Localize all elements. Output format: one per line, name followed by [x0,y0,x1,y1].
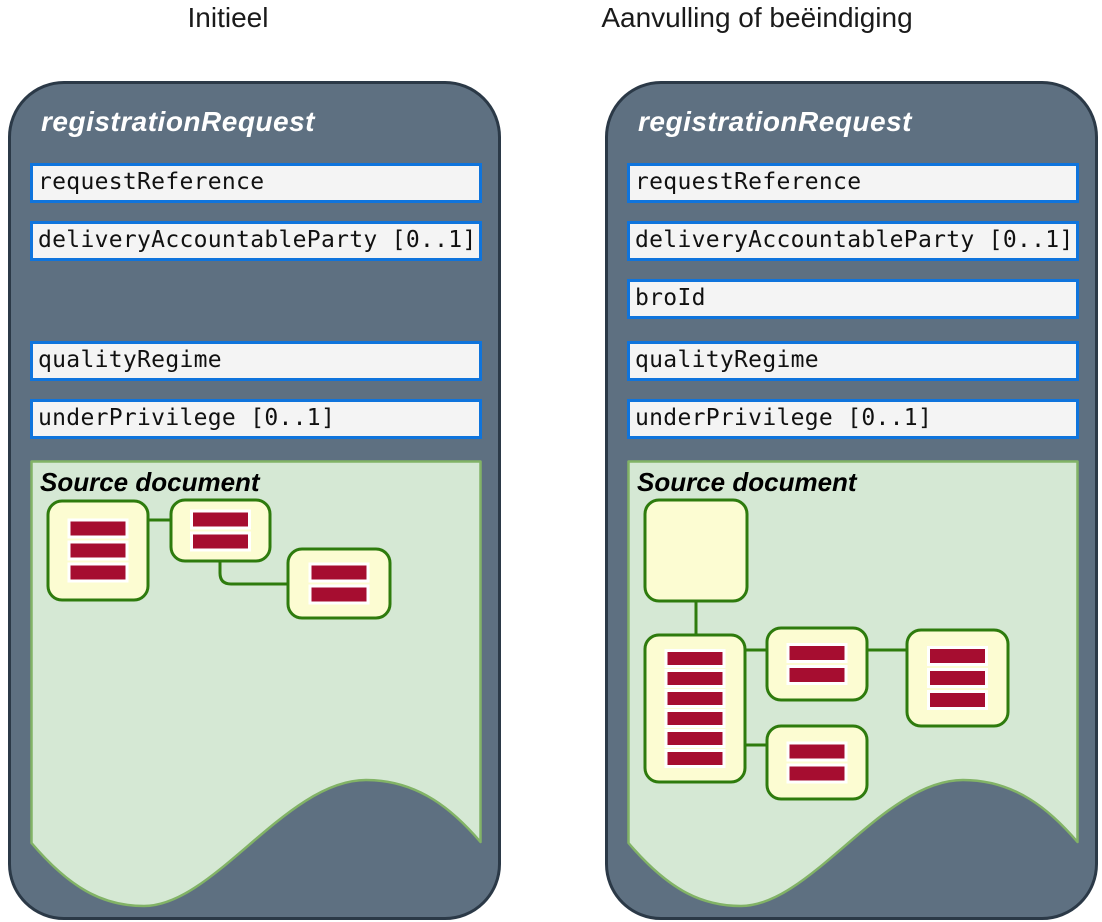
text-bar [67,540,129,561]
text-bar [927,690,988,710]
text-bar [664,689,726,708]
registration-request-panel-initial: registrationRequest requestReference del… [8,81,501,920]
text-bar [664,709,726,728]
field-bro-id: broId [627,279,1079,319]
field-delivery-accountable-party: deliveryAccountableParty [0..1] [30,221,482,261]
text-bar [664,729,726,748]
source-document-diagram [30,460,482,908]
text-bar [67,518,129,539]
text-bar [927,668,988,688]
text-bar [786,763,848,784]
field-delivery-accountable-party: deliveryAccountableParty [0..1] [627,221,1079,261]
document-node [765,626,869,702]
field-request-reference: requestReference [627,163,1079,203]
source-document-label: Source document [637,467,857,497]
panel-title-registration-request: registrationRequest [638,106,912,137]
text-bar [308,562,370,583]
document-node [169,498,272,563]
source-document-diagram [627,460,1079,908]
text-bar [786,665,848,685]
field-under-privilege: underPrivilege [0..1] [30,399,482,439]
panel-title-registration-request: registrationRequest [41,106,315,137]
field-quality-regime: qualityRegime [30,341,482,381]
field-request-reference: requestReference [30,163,482,203]
field-under-privilege: underPrivilege [0..1] [627,399,1079,439]
document-node [643,498,749,603]
text-bar [927,646,988,666]
column-title-supplement: Aanvulling of beëindiging [601,2,913,33]
text-bar [67,562,129,583]
text-bar [190,509,251,530]
text-bar [664,649,726,668]
document-node [286,547,392,620]
text-bar [664,749,726,768]
source-document-section: Source document [30,460,482,912]
text-bar [786,643,848,663]
text-bar [786,741,848,762]
document-node [765,724,869,801]
field-quality-regime: qualityRegime [627,341,1079,381]
text-bar [190,531,251,552]
text-bar [664,669,726,688]
text-bar [308,584,370,605]
registration-request-panel-supplement: registrationRequest requestReference del… [605,81,1098,920]
source-document-section: Source document [627,460,1079,912]
connector-line [218,561,288,586]
source-document-label: Source document [40,467,260,497]
column-title-initial: Initieel [187,2,269,33]
